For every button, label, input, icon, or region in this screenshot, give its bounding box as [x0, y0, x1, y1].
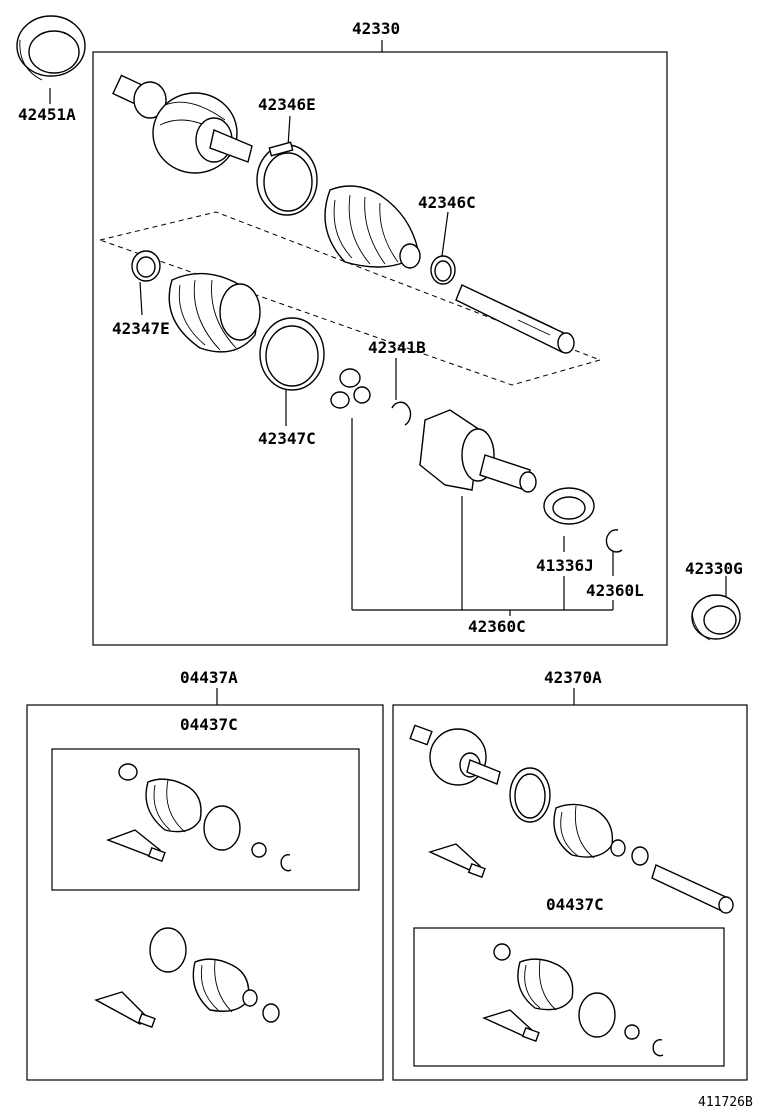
label-boot-kit-inner-right: 04437C — [546, 895, 604, 914]
outer-joint-bootkit-frame — [413, 927, 725, 1067]
outer-joint-frame — [392, 704, 748, 1081]
inner-joint-housing-part — [419, 409, 537, 493]
label-boot-clamp-inner-small: 42347E — [112, 319, 170, 338]
boot-clamp-outer-large-part — [256, 141, 318, 216]
hole-snap-ring-part — [605, 529, 623, 553]
boot-clamp-inner-small-part — [131, 250, 161, 282]
label-hole-snap-ring: 42360L — [586, 581, 644, 600]
label-boot-clamp-inner-large: 42347C — [258, 429, 316, 448]
dust-cover-part — [543, 487, 595, 525]
boot-kit-a-parts — [94, 763, 292, 1028]
shaft-dashed-region — [98, 211, 602, 386]
diagram-number: 411726B — [698, 1095, 753, 1110]
drive-shaft-part — [455, 284, 575, 354]
label-bearing-ring-left: 42451A — [18, 105, 76, 124]
boot-kit-outer-frame — [26, 704, 384, 1081]
label-snap-ring: 42341B — [368, 338, 426, 357]
label-dust-cover: 41336J — [536, 556, 594, 575]
leader-lines — [49, 40, 727, 705]
label-boot-clamp-outer-large: 42346E — [258, 95, 316, 114]
label-assembly-main: 42330 — [352, 19, 400, 38]
label-inner-joint-assembly: 42360C — [468, 617, 526, 636]
outer-boot-part — [324, 185, 421, 269]
label-boot-clamp-outer-small: 42346C — [418, 193, 476, 212]
snap-ring-part — [391, 401, 412, 426]
boot-kit-inner-frame — [51, 748, 360, 891]
boot-clamp-outer-small-part — [430, 255, 456, 285]
tripod-joint-part — [330, 368, 371, 409]
outer-cv-joint-part — [112, 74, 253, 174]
bearing-ring-left-part — [16, 15, 86, 81]
label-outer-joint-assembly: 42370A — [544, 668, 602, 687]
label-boot-kit-inner: 04437C — [180, 715, 238, 734]
outer-joint-boot-kit-parts — [482, 943, 664, 1057]
inner-boot-part — [168, 272, 261, 353]
boot-clamp-inner-large-part — [259, 317, 325, 391]
label-bearing-right: 42330G — [685, 559, 743, 578]
bearing-right-part — [691, 594, 741, 641]
outer-joint-assembly-parts — [409, 724, 734, 914]
main-assembly-frame — [92, 51, 668, 646]
label-boot-kit-outer: 04437A — [180, 668, 238, 687]
